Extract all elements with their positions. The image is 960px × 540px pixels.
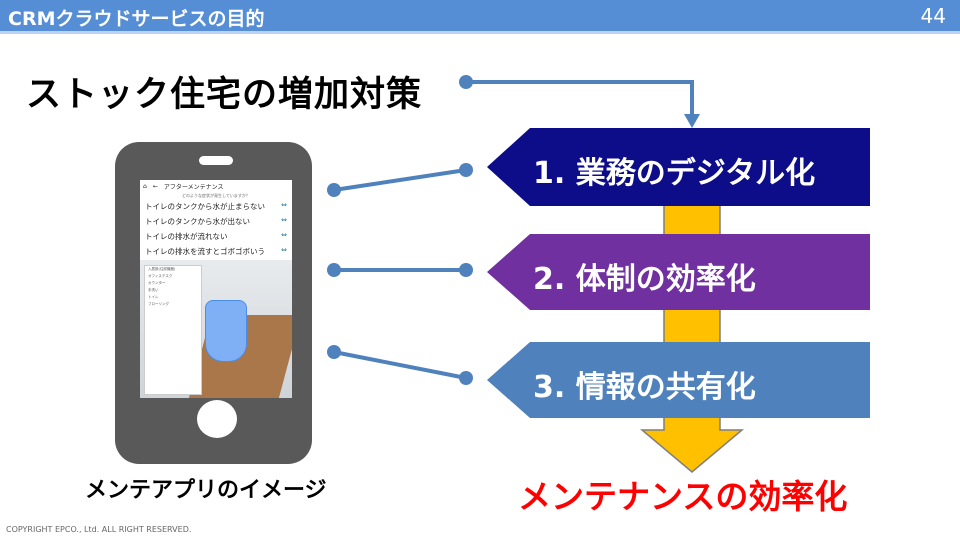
banner-shape-3 <box>487 342 870 418</box>
back-arrow-icon: ← <box>152 183 158 190</box>
phone-speaker <box>199 156 233 165</box>
title-connector <box>466 80 694 118</box>
app-question: どのような症状が発生していますか？ <box>182 193 250 198</box>
list-item: トイレの排水を流すとゴボゴボいう⇔ <box>145 246 287 256</box>
banner-shape-1 <box>487 128 870 206</box>
page-number: 44 <box>920 4 946 28</box>
equipment-panel: 入居設(住設機器) オフィスデスク カウンター 手洗い トイレ フローリング <box>144 265 202 395</box>
3d-view: 入居設(住設機器) オフィスデスク カウンター 手洗い トイレ フローリング <box>140 260 292 398</box>
list-item: トイレのタンクから水が出ない⇔ <box>145 216 287 226</box>
banner-digitalization: 1. 業務のデジタル化 <box>533 156 816 191</box>
home-icon: ⌂ <box>143 183 147 190</box>
slide-title: CRMクラウドサービスの目的 <box>8 8 265 30</box>
list-item: トイレのタンクから水が止まらない⇔ <box>145 201 287 211</box>
phone-connectors <box>327 163 473 385</box>
home-button <box>197 400 237 438</box>
banner-shape-2 <box>487 234 870 310</box>
header-bar: CRMクラウドサービスの目的 44 <box>0 0 960 34</box>
list-item: トイレの排水が流れない⇔ <box>145 231 287 241</box>
result-text: メンテナンスの効率化 <box>518 477 848 516</box>
copyright: COPYRIGHT EPCO., Ltd. ALL RIGHT RESERVED… <box>6 525 192 534</box>
phone-caption: メンテアプリのイメージ <box>85 478 327 503</box>
arrowhead <box>684 114 700 128</box>
app-title: アフターメンテナンス <box>163 184 224 191</box>
app-screenshot: ⌂ ← アフターメンテナンス どのような症状が発生していますか？ トイレのタンクから… <box>140 180 292 398</box>
banner-sharing: 3. 情報の共有化 <box>533 370 756 405</box>
banner-efficiency: 2. 体制の効率化 <box>533 262 756 297</box>
toilet-model <box>205 300 247 362</box>
phone-mockup: ⌂ ← アフターメンテナンス どのような症状が発生していますか？ トイレのタンクから… <box>115 142 312 464</box>
main-title: ストック住宅の増加対策 <box>26 75 423 115</box>
